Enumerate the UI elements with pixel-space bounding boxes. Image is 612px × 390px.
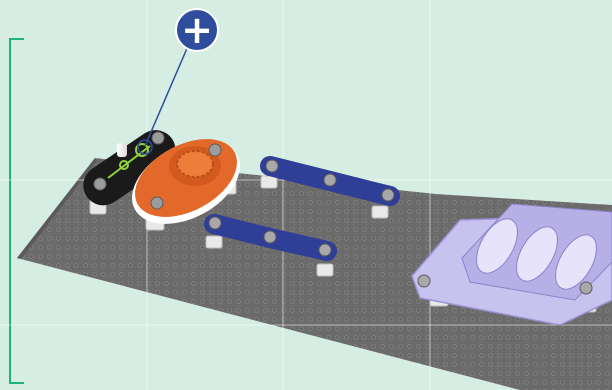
add-hotspot-button[interactable]: + <box>176 8 218 52</box>
left-accent-rule <box>10 38 24 384</box>
plus-icon: + <box>181 8 213 52</box>
callout-leader-line <box>145 46 188 146</box>
